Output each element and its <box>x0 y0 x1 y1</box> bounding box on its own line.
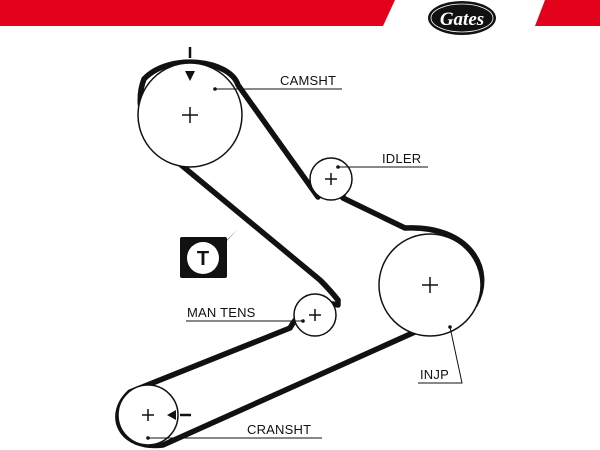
header-red-bar-left <box>0 0 395 26</box>
idler-pulley <box>309 157 353 201</box>
leader-line-injection-pump <box>418 326 463 384</box>
tension-marker: T <box>180 230 237 278</box>
crankshaft-timing-arrow <box>167 410 176 420</box>
label-camshaft-group: CAMSHT <box>215 73 342 90</box>
label-injection-pump: INJP <box>420 367 449 382</box>
label-idler: IDLER <box>382 151 421 166</box>
header-red-bar-right <box>535 0 600 26</box>
label-crankshaft: CRANSHT <box>247 422 311 437</box>
gates-logo-text: Gates <box>440 9 484 30</box>
label-manual-tensioner-group: MAN TENS <box>186 305 303 322</box>
label-manual-tensioner: MAN TENS <box>187 305 256 320</box>
gates-logo-oval <box>428 1 496 35</box>
tension-marker-letter: T <box>197 248 209 270</box>
camshaft-timing-arrow <box>185 71 195 81</box>
injection-pump-pulley <box>378 233 482 337</box>
label-crankshaft-group: CRANSHT <box>148 422 322 439</box>
manual-tensioner-pulley <box>293 293 337 337</box>
tension-marker-circle <box>187 242 219 274</box>
label-injection-pump-group: INJP <box>418 326 463 384</box>
label-idler-group: IDLER <box>338 151 428 168</box>
label-camshaft: CAMSHT <box>280 73 336 88</box>
gates-logo: Gates <box>428 1 496 35</box>
